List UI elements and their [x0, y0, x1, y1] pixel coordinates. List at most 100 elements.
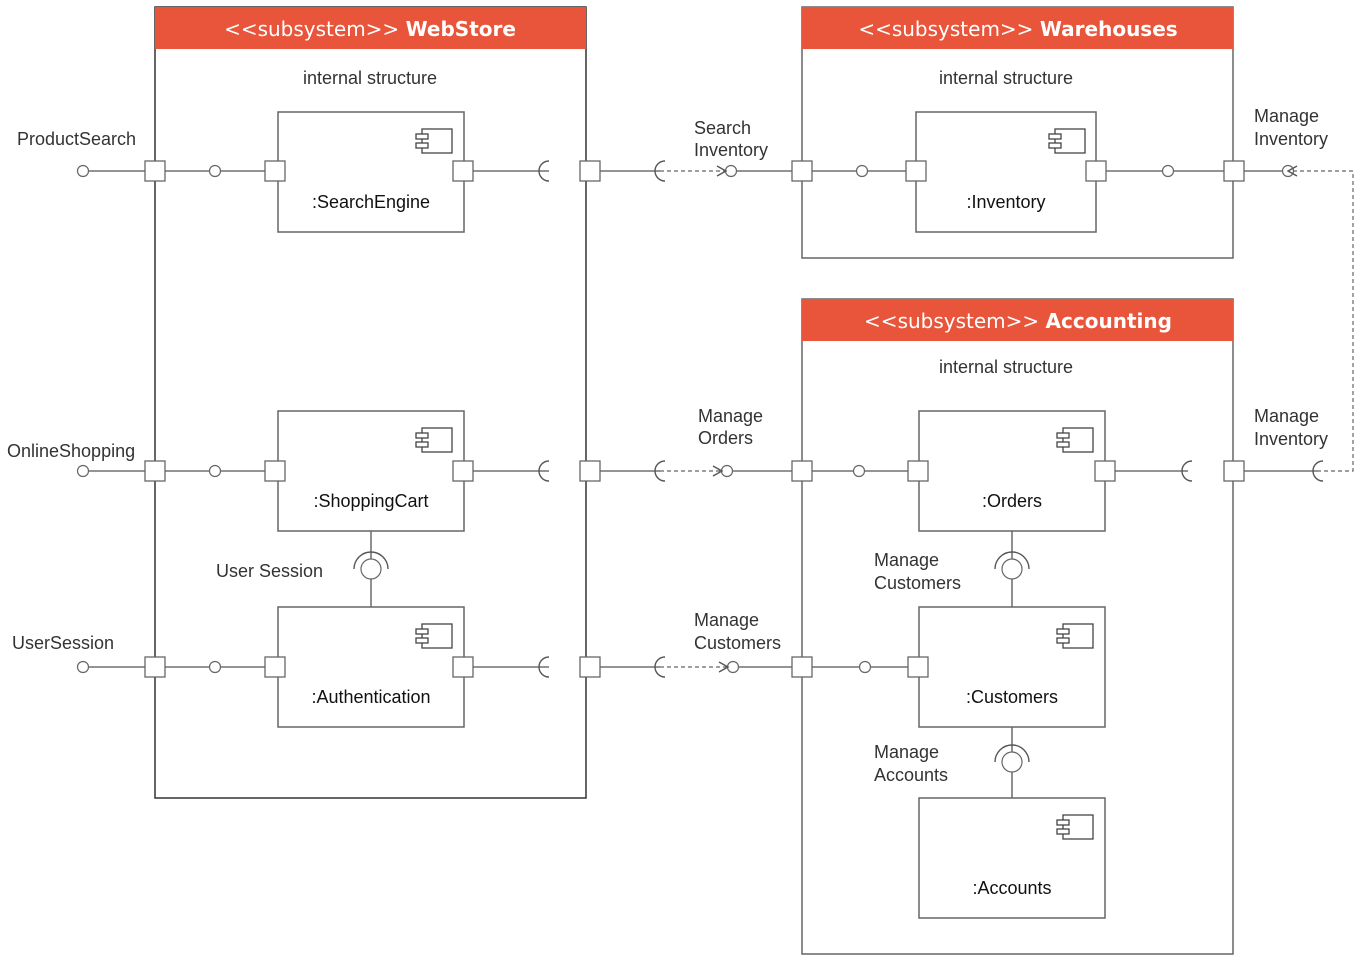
- warehouses-title: <<subsystem>> Warehouses: [858, 17, 1177, 41]
- socket-authentication: [538, 656, 550, 678]
- label-manage-inventory-mid-line2: Inventory: [1254, 429, 1328, 449]
- lollipop-product-search[interactable]: [76, 164, 90, 178]
- label-manage-inventory-top-line1: Manage: [1254, 106, 1319, 126]
- webstore-name: WebStore: [406, 17, 516, 41]
- component-icon: [1056, 814, 1094, 840]
- warehouses-stereotype: <<subsystem>>: [858, 17, 1033, 41]
- lollipop-auth-internal[interactable]: [208, 660, 222, 674]
- lollipop-cart-internal[interactable]: [208, 464, 222, 478]
- label-user-session-internal: User Session: [216, 561, 323, 581]
- component-customers[interactable]: :Customers: [918, 606, 1106, 728]
- port-webstore-online-shopping[interactable]: [144, 460, 166, 482]
- port-webstore-search-inventory[interactable]: [579, 160, 601, 182]
- socket-user-session: [353, 551, 389, 570]
- socket-manage-customers: [654, 656, 666, 678]
- inventory-label: :Inventory: [966, 192, 1045, 212]
- lollipop-orders-internal[interactable]: [852, 464, 866, 478]
- label-manage-orders-line2: Orders: [698, 428, 753, 448]
- component-icon: [415, 623, 453, 649]
- port-webstore-product-search[interactable]: [144, 160, 166, 182]
- port-orders-out[interactable]: [1094, 460, 1116, 482]
- shopping-cart-label: :ShoppingCart: [313, 491, 428, 511]
- dependency-arrow-search: [716, 165, 728, 177]
- socket-manage-customers: [994, 551, 1030, 570]
- port-accounting-orders-in[interactable]: [791, 460, 813, 482]
- lollipop-search-internal[interactable]: [208, 164, 222, 178]
- label-manage-customers-ext-line1: Manage: [694, 610, 759, 630]
- port-authentication-out[interactable]: [452, 656, 474, 678]
- port-inventory-out[interactable]: [1085, 160, 1107, 182]
- dependency-arrow-orders: [712, 465, 724, 477]
- port-shopping-cart-out[interactable]: [452, 460, 474, 482]
- port-inventory-in[interactable]: [905, 160, 927, 182]
- label-search-inventory-line2: Inventory: [694, 140, 768, 160]
- port-orders-in[interactable]: [907, 460, 929, 482]
- lollipop-online-shopping[interactable]: [76, 464, 90, 478]
- component-icon: [1048, 128, 1086, 154]
- webstore-internal-structure-label: internal structure: [303, 68, 437, 88]
- port-accounting-customers-in[interactable]: [791, 656, 813, 678]
- lollipop-inventory-out[interactable]: [1161, 164, 1175, 178]
- label-manage-customers-int-line1: Manage: [874, 550, 939, 570]
- lollipop-inventory-internal[interactable]: [855, 164, 869, 178]
- port-shopping-cart-in[interactable]: [264, 460, 286, 482]
- ball-manage-accounts[interactable]: [1001, 751, 1023, 773]
- port-accounting-inventory-out[interactable]: [1223, 460, 1245, 482]
- port-webstore-manage-customers[interactable]: [579, 656, 601, 678]
- port-search-engine-out[interactable]: [452, 160, 474, 182]
- socket-shopping-cart: [538, 460, 550, 482]
- port-search-engine-in[interactable]: [264, 160, 286, 182]
- component-icon: [1056, 427, 1094, 453]
- accounting-internal-structure-label: internal structure: [939, 357, 1073, 377]
- component-authentication[interactable]: :Authentication: [277, 606, 465, 728]
- label-manage-accounts-line2: Accounts: [874, 765, 948, 785]
- label-manage-customers-int-line2: Customers: [874, 573, 961, 593]
- webstore-header: [155, 7, 586, 49]
- accounting-header: [802, 299, 1233, 341]
- ball-manage-customers[interactable]: [1001, 558, 1023, 580]
- search-engine-label: :SearchEngine: [312, 192, 430, 212]
- dependency-arrow-inventory: [1286, 165, 1298, 177]
- label-manage-inventory-mid-line1: Manage: [1254, 406, 1319, 426]
- socket-search-inventory: [654, 160, 666, 182]
- socket-manage-orders: [654, 460, 666, 482]
- socket-orders-inventory: [1181, 460, 1193, 482]
- customers-label: :Customers: [966, 687, 1058, 707]
- label-manage-orders-line1: Manage: [698, 406, 763, 426]
- accounting-name: Accounting: [1046, 309, 1172, 333]
- warehouses-header: [802, 7, 1233, 49]
- port-authentication-in[interactable]: [264, 656, 286, 678]
- port-customers-in[interactable]: [907, 656, 929, 678]
- component-search-engine[interactable]: :SearchEngine: [277, 111, 465, 233]
- component-inventory[interactable]: :Inventory: [915, 111, 1097, 233]
- accounts-label: :Accounts: [972, 878, 1051, 898]
- orders-label: :Orders: [982, 491, 1042, 511]
- component-icon: [415, 427, 453, 453]
- label-user-session: UserSession: [12, 633, 114, 653]
- accounting-stereotype: <<subsystem>>: [864, 309, 1039, 333]
- lollipop-customers-internal[interactable]: [858, 660, 872, 674]
- component-shopping-cart[interactable]: :ShoppingCart: [277, 410, 465, 532]
- port-webstore-manage-orders[interactable]: [579, 460, 601, 482]
- label-product-search: ProductSearch: [17, 129, 136, 149]
- component-icon: [415, 128, 453, 154]
- port-warehouses-out[interactable]: [1223, 160, 1245, 182]
- socket-search-engine: [538, 160, 550, 182]
- webstore-title: <<subsystem>> WebStore: [224, 17, 516, 41]
- component-accounts[interactable]: :Accounts: [918, 797, 1106, 919]
- lollipop-user-session[interactable]: [76, 660, 90, 674]
- accounting-title: <<subsystem>> Accounting: [864, 309, 1172, 333]
- label-online-shopping: OnlineShopping: [7, 441, 135, 461]
- warehouses-name: Warehouses: [1040, 17, 1178, 41]
- component-orders[interactable]: :Orders: [918, 410, 1106, 532]
- port-warehouses-in[interactable]: [791, 160, 813, 182]
- label-manage-inventory-top-line2: Inventory: [1254, 129, 1328, 149]
- ball-user-session[interactable]: [360, 558, 382, 580]
- port-webstore-user-session[interactable]: [144, 656, 166, 678]
- dependency-arrow-customers: [718, 661, 730, 673]
- webstore-stereotype: <<subsystem>>: [224, 17, 399, 41]
- label-manage-accounts-line1: Manage: [874, 742, 939, 762]
- dashed-manage-inventory-link: [1293, 170, 1354, 472]
- authentication-label: :Authentication: [311, 687, 430, 707]
